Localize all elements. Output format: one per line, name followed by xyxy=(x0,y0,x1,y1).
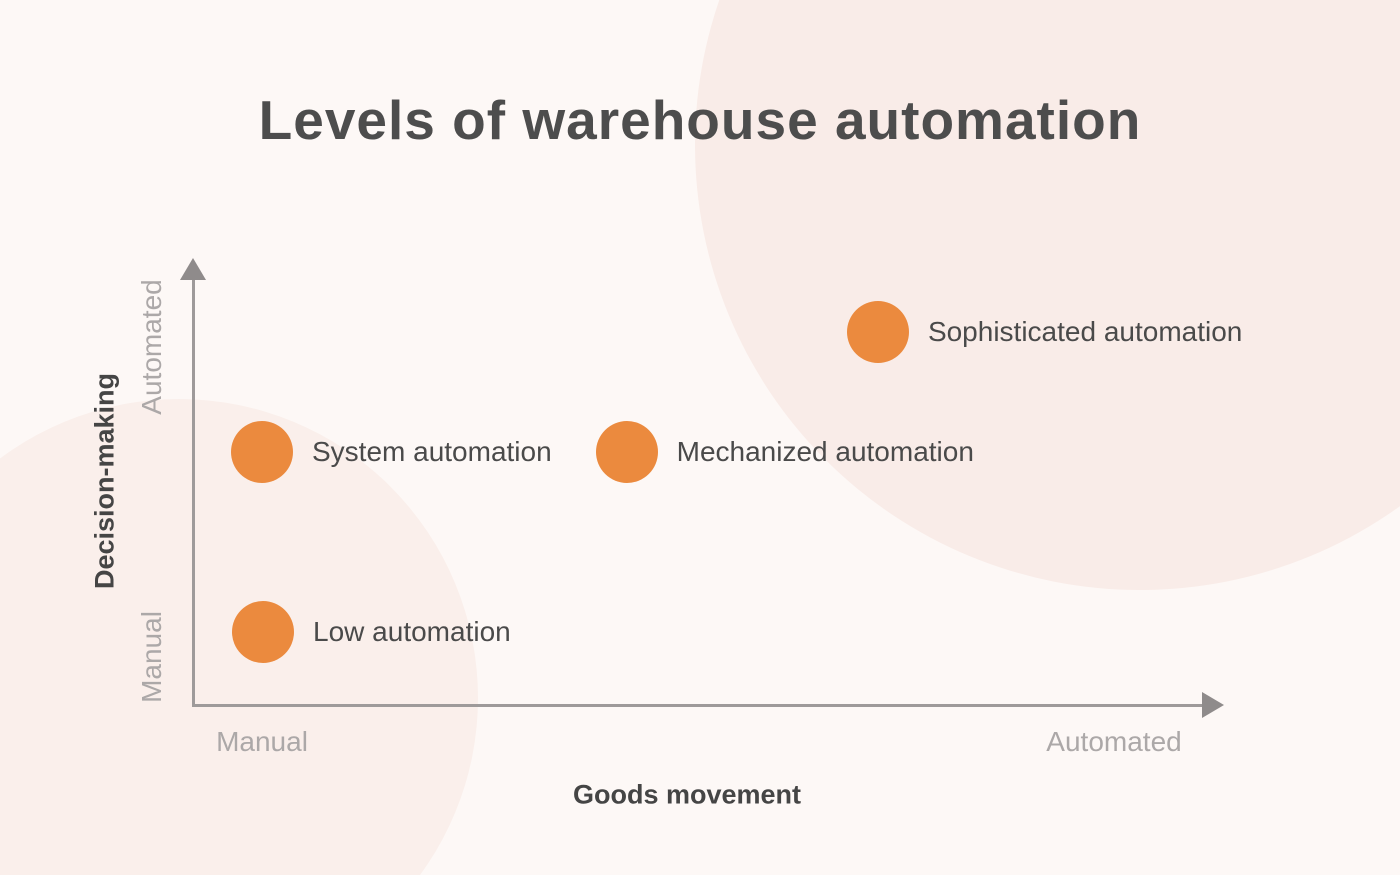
x-axis-title: Goods movement xyxy=(572,779,802,810)
data-point: Mechanized automation xyxy=(595,421,974,484)
x-axis-tick-automated: Automated xyxy=(1046,726,1182,757)
data-point: System automation xyxy=(231,421,552,484)
chart-title: Levels of warehouse automation xyxy=(258,89,1142,151)
point-marker-circle xyxy=(846,300,909,363)
x-axis-tick-manual: Manual xyxy=(216,726,308,757)
y-axis-tick-automated: Automated xyxy=(136,279,167,415)
point-marker-circle xyxy=(232,600,295,663)
data-point: Low automation xyxy=(232,600,511,663)
data-point: Sophisticated automation xyxy=(846,300,1243,363)
y-axis-tick-manual: Manual xyxy=(136,611,167,703)
y-axis-arrowhead-icon xyxy=(180,258,206,280)
x-axis-arrowhead-icon xyxy=(1202,692,1224,718)
point-label: System automation xyxy=(312,436,552,468)
point-label: Low automation xyxy=(313,615,511,647)
point-label: Mechanized automation xyxy=(676,436,974,468)
y-axis-title: Decision-making xyxy=(89,372,120,590)
point-marker-circle xyxy=(231,421,293,484)
y-axis-line xyxy=(192,272,195,707)
x-axis-line xyxy=(192,704,1204,707)
point-label: Sophisticated automation xyxy=(927,315,1243,347)
point-marker-circle xyxy=(595,421,658,484)
